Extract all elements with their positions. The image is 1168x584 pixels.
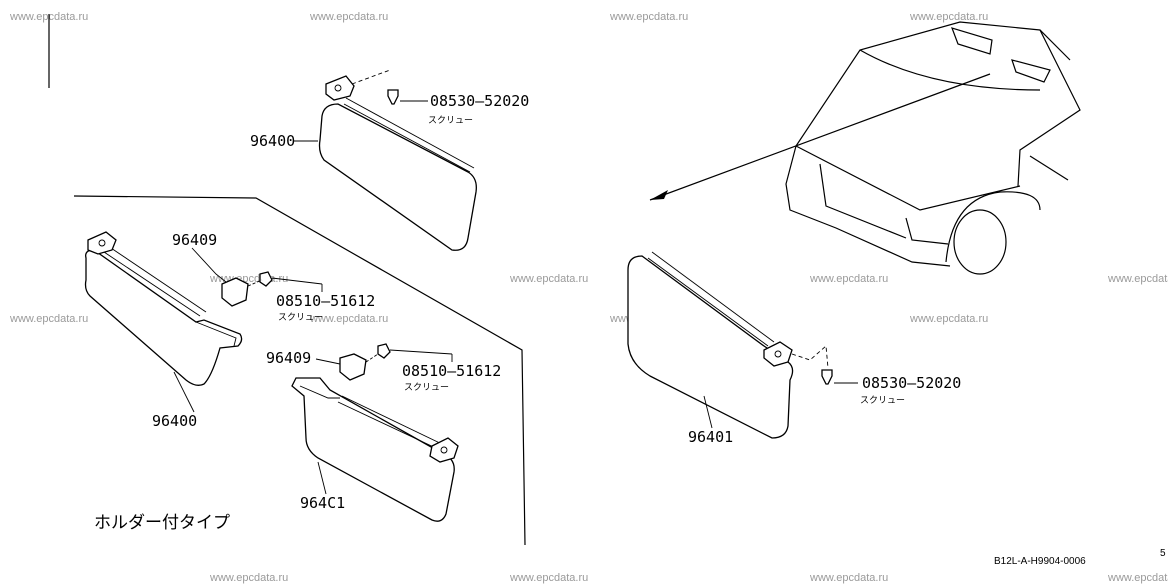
- left-visor-part-number: 96400: [152, 412, 197, 430]
- left-screw-name: スクリュー: [278, 312, 323, 323]
- left-holder-part-number: 96409: [172, 231, 217, 249]
- top-screw-part-number: 08530–52020: [430, 92, 529, 110]
- watermark: www.epcdata.ru: [809, 572, 888, 584]
- right-visor-part-number: 96401: [688, 428, 733, 446]
- watermark: www.epcdata.ru: [1107, 273, 1168, 285]
- right-visor-illustration: [627, 251, 858, 439]
- top-visor-illustration: [294, 69, 477, 251]
- watermark: www.epcdata.ru: [309, 313, 388, 325]
- part-labels: 96400 08530–52020 スクリュー 96409 08510–5161…: [94, 92, 1166, 567]
- frame-lines: [48, 14, 526, 546]
- watermark: www.epcdata.ru: [1107, 572, 1168, 584]
- watermark: www.epcdata.ru: [9, 313, 88, 325]
- watermark: www.epcdata.ru: [209, 572, 288, 584]
- top-visor-part-number: 96400: [250, 132, 295, 150]
- top-screw-name: スクリュー: [428, 115, 473, 126]
- watermark: www.epcdata.ru: [809, 273, 888, 285]
- watermark: www.epcdata.ru: [909, 11, 988, 23]
- middle-holder-part-number: 96409: [266, 349, 311, 367]
- right-screw-part-number: 08530–52020: [862, 374, 961, 392]
- left-visor-illustration: [84, 231, 323, 413]
- middle-screw-name: スクリュー: [404, 382, 449, 393]
- middle-screw-part-number: 08510–51612: [402, 362, 501, 380]
- watermark: www.epcdata.ru: [209, 273, 288, 285]
- right-screw-name: スクリュー: [860, 395, 905, 406]
- edge-mark: 5: [1160, 548, 1166, 559]
- watermark: www.epcdata.ru: [309, 11, 388, 23]
- watermark: www.epcdata.ru: [509, 273, 588, 285]
- left-screw-part-number: 08510–51612: [276, 292, 375, 310]
- holder-type-caption: ホルダー付タイプ: [94, 513, 230, 533]
- watermark-grid: www.epcdata.ru www.epcdata.ru www.epcdat…: [9, 11, 1168, 584]
- watermark: www.epcdata.ru: [609, 11, 688, 23]
- diagram-code: B12L-A-H9904-0006: [994, 556, 1086, 567]
- middle-visor-part-number: 964C1: [300, 494, 345, 512]
- car-illustration: [649, 21, 1081, 275]
- middle-visor-illustration: [291, 343, 459, 522]
- watermark: www.epcdata.ru: [909, 313, 988, 325]
- watermark: www.epcdata.ru: [509, 572, 588, 584]
